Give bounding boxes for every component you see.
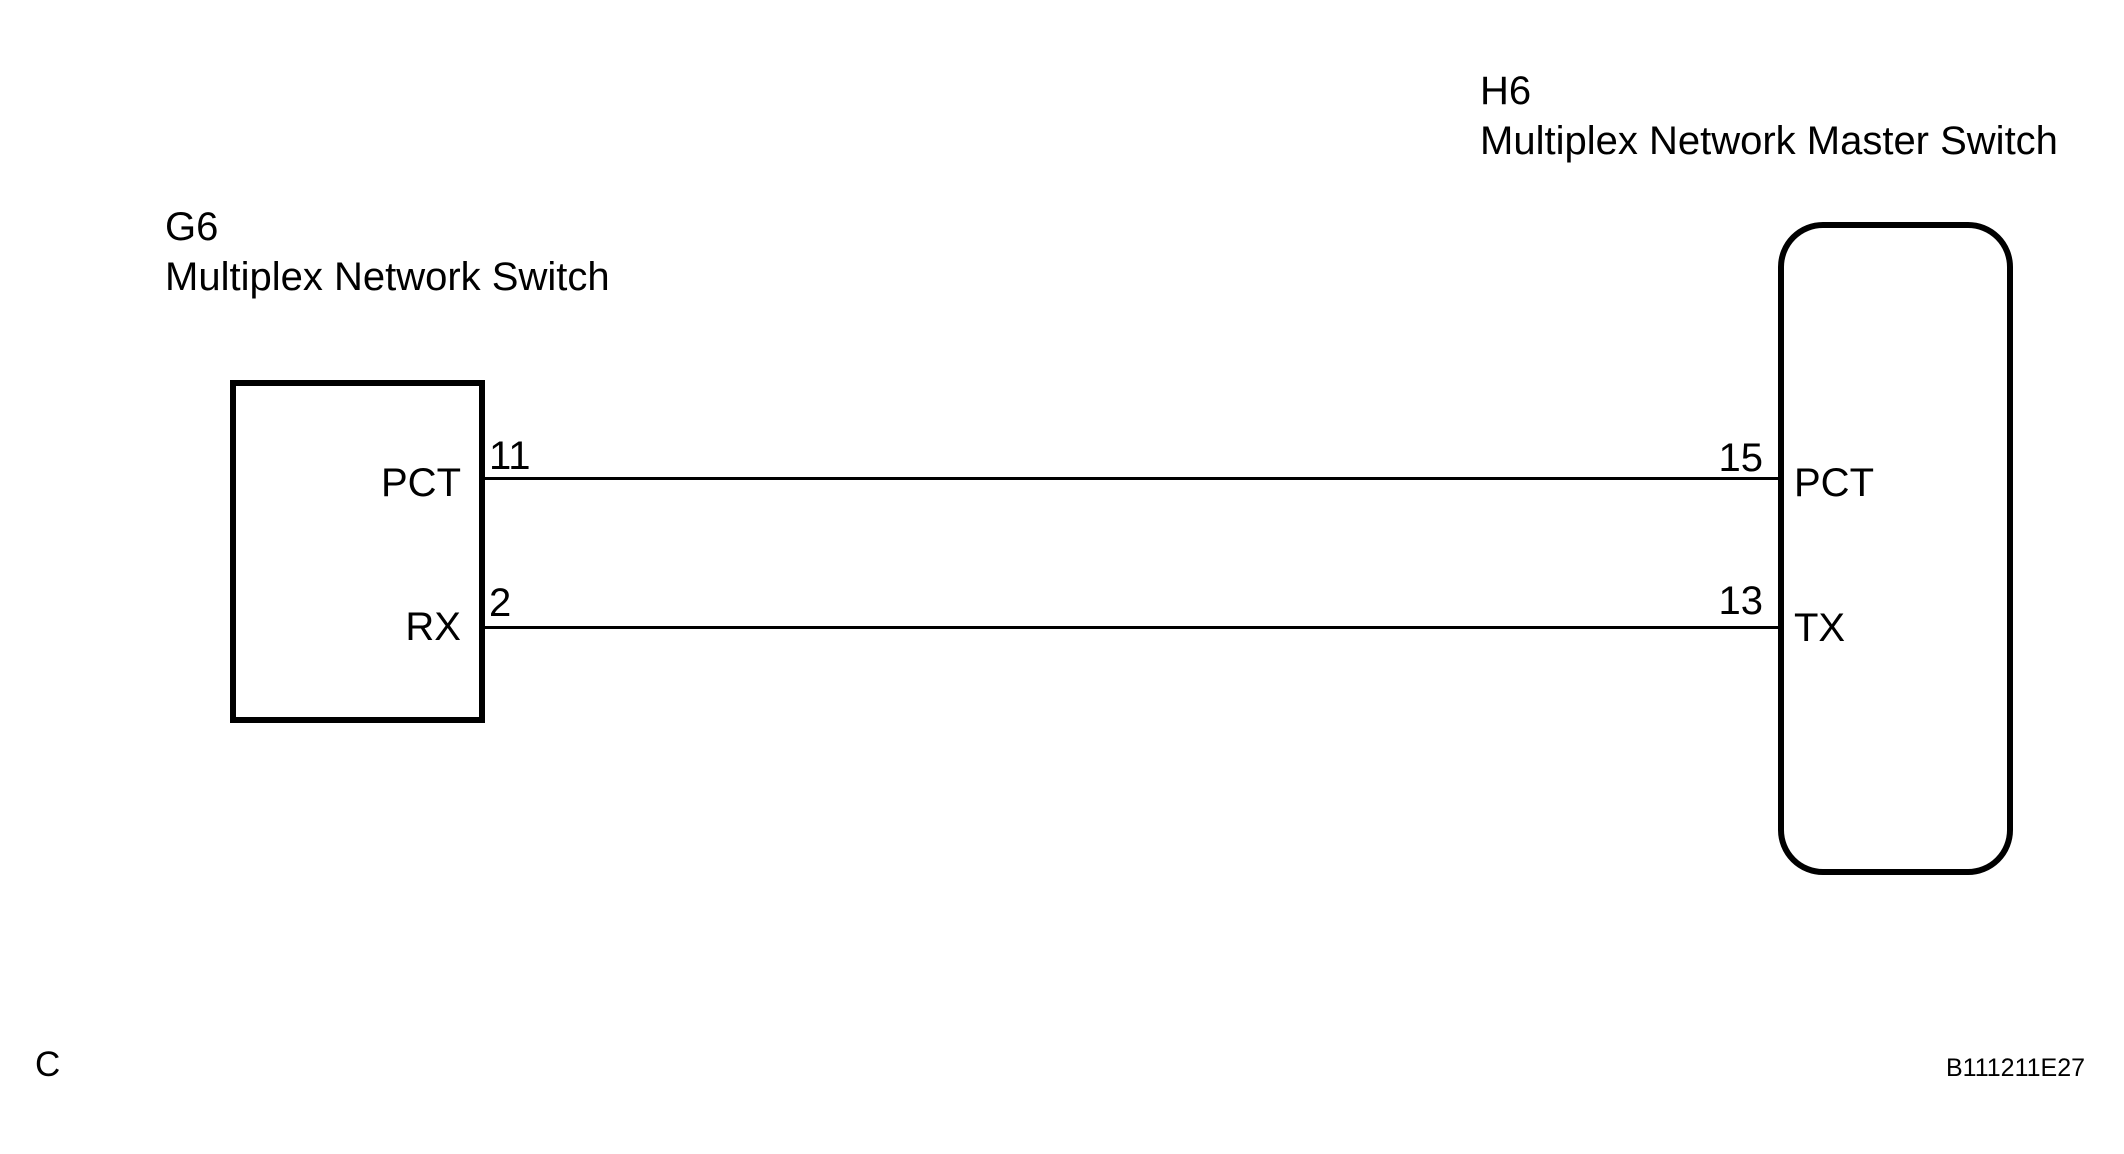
left-pin-number-11: 11 [489, 434, 531, 478]
revision-mark: C [35, 1045, 61, 1084]
left-pin-number-2: 2 [489, 581, 512, 625]
left-component-caption: G6 Multiplex Network Switch [165, 202, 610, 302]
right-terminal-tx: TX [1794, 606, 1846, 650]
left-component-name: Multiplex Network Switch [165, 255, 610, 299]
wire-pct-to-pct [485, 477, 1778, 480]
right-pin-number-13: 13 [1718, 579, 1764, 623]
right-component-caption: H6 Multiplex Network Master Switch [1480, 66, 2058, 166]
right-terminal-pct: PCT [1794, 461, 1874, 505]
left-terminal-rx: RX [405, 605, 461, 649]
document-code: B111211E27 [1945, 1054, 2085, 1082]
left-component-box [230, 380, 485, 723]
right-component-name: Multiplex Network Master Switch [1480, 119, 2058, 163]
left-terminal-pct: PCT [381, 461, 461, 505]
left-component-id: G6 [165, 205, 219, 249]
right-component-box [1778, 222, 2013, 875]
right-pin-number-15: 15 [1718, 436, 1764, 480]
wire-rx-to-tx [485, 626, 1778, 629]
right-component-id: H6 [1480, 69, 1532, 113]
